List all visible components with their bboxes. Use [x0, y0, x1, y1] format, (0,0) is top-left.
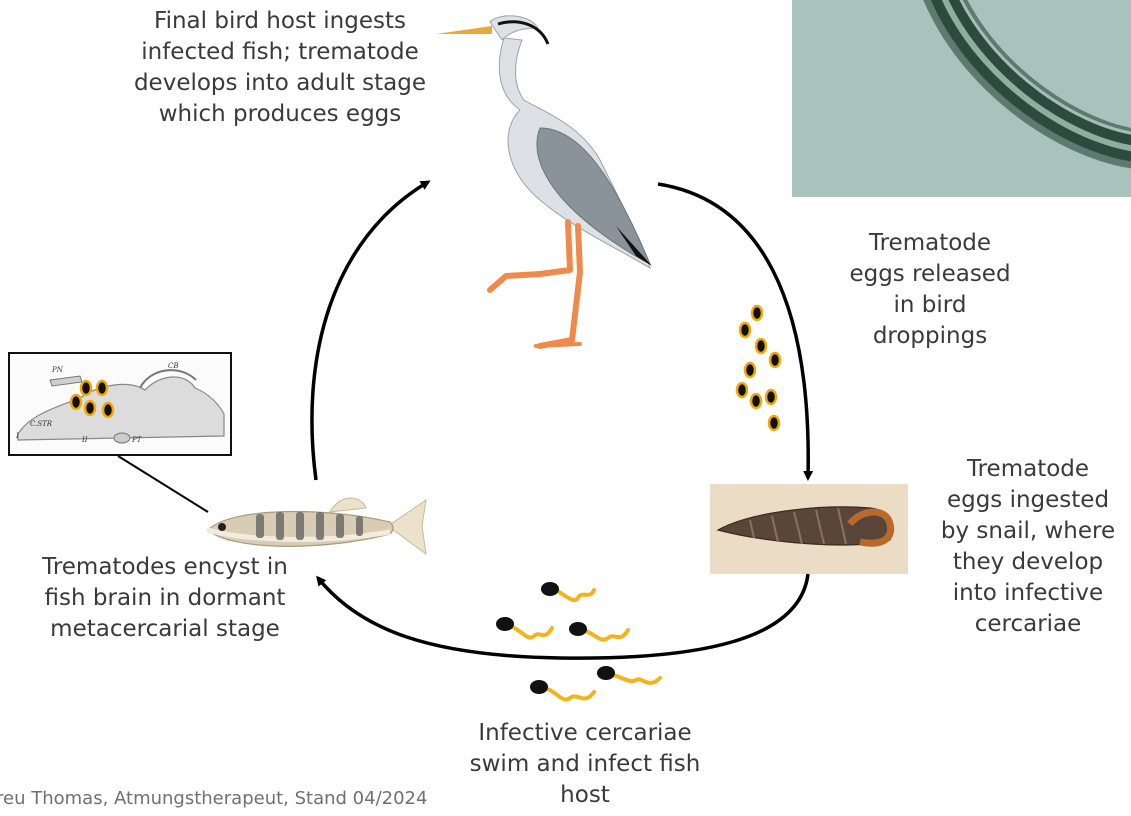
- cercaria: [530, 680, 594, 699]
- label-snail-stage: Trematode eggs ingested by snail, where …: [920, 454, 1131, 640]
- heron-icon: [436, 16, 652, 346]
- egg: [756, 339, 766, 353]
- cyst: [81, 381, 91, 395]
- egg: [770, 353, 780, 367]
- label-fish-stage: Trematodes encyst in fish brain in dorma…: [0, 552, 330, 645]
- cercaria: [496, 617, 552, 638]
- microscope-photo: [792, 0, 1131, 197]
- arrow-snail-to-fish: [318, 574, 808, 658]
- egg: [751, 394, 761, 408]
- cercaria: [597, 666, 660, 683]
- egg: [745, 363, 755, 377]
- egg: [769, 416, 779, 430]
- egg: [740, 323, 750, 337]
- egg: [752, 306, 762, 320]
- cercariae-group: [496, 582, 660, 699]
- label-cercariae-stage: Infective cercariae swim and infect fish…: [430, 718, 740, 811]
- brain-label-pn: PN: [51, 366, 64, 374]
- cyst: [97, 381, 107, 395]
- egg: [737, 383, 747, 397]
- arrow-fish-to-bird: [312, 182, 428, 480]
- egg-group: [737, 306, 780, 430]
- snail-icon: [710, 484, 908, 574]
- brain-sketch-box: PN CB C.STR II PT I: [8, 352, 232, 456]
- brain-label-ii: II: [81, 436, 88, 444]
- cyst: [71, 395, 81, 409]
- label-bird-stage: Final bird host ingests infected fish; t…: [100, 6, 460, 130]
- egg: [766, 390, 776, 404]
- footer-credit: reu Thomas, Atmungstherapeut, Stand 04/2…: [0, 788, 427, 809]
- arrow-bird-to-snail: [658, 184, 808, 478]
- label-eggs-stage: Trematode eggs released in bird dropping…: [820, 228, 1040, 352]
- cercaria: [541, 582, 594, 600]
- cyst: [85, 401, 95, 415]
- brain-sketch-icon: PN CB C.STR II PT I: [10, 354, 234, 458]
- cercaria: [569, 622, 628, 640]
- brain-label-cb: CB: [168, 362, 179, 370]
- snail-photo: [710, 484, 908, 574]
- brain-label-pt: PT: [131, 436, 143, 444]
- brain-label-cstr: C.STR: [30, 420, 53, 428]
- connector-line: [118, 456, 208, 512]
- brain-label-i: I: [15, 432, 19, 440]
- cyst: [103, 403, 113, 417]
